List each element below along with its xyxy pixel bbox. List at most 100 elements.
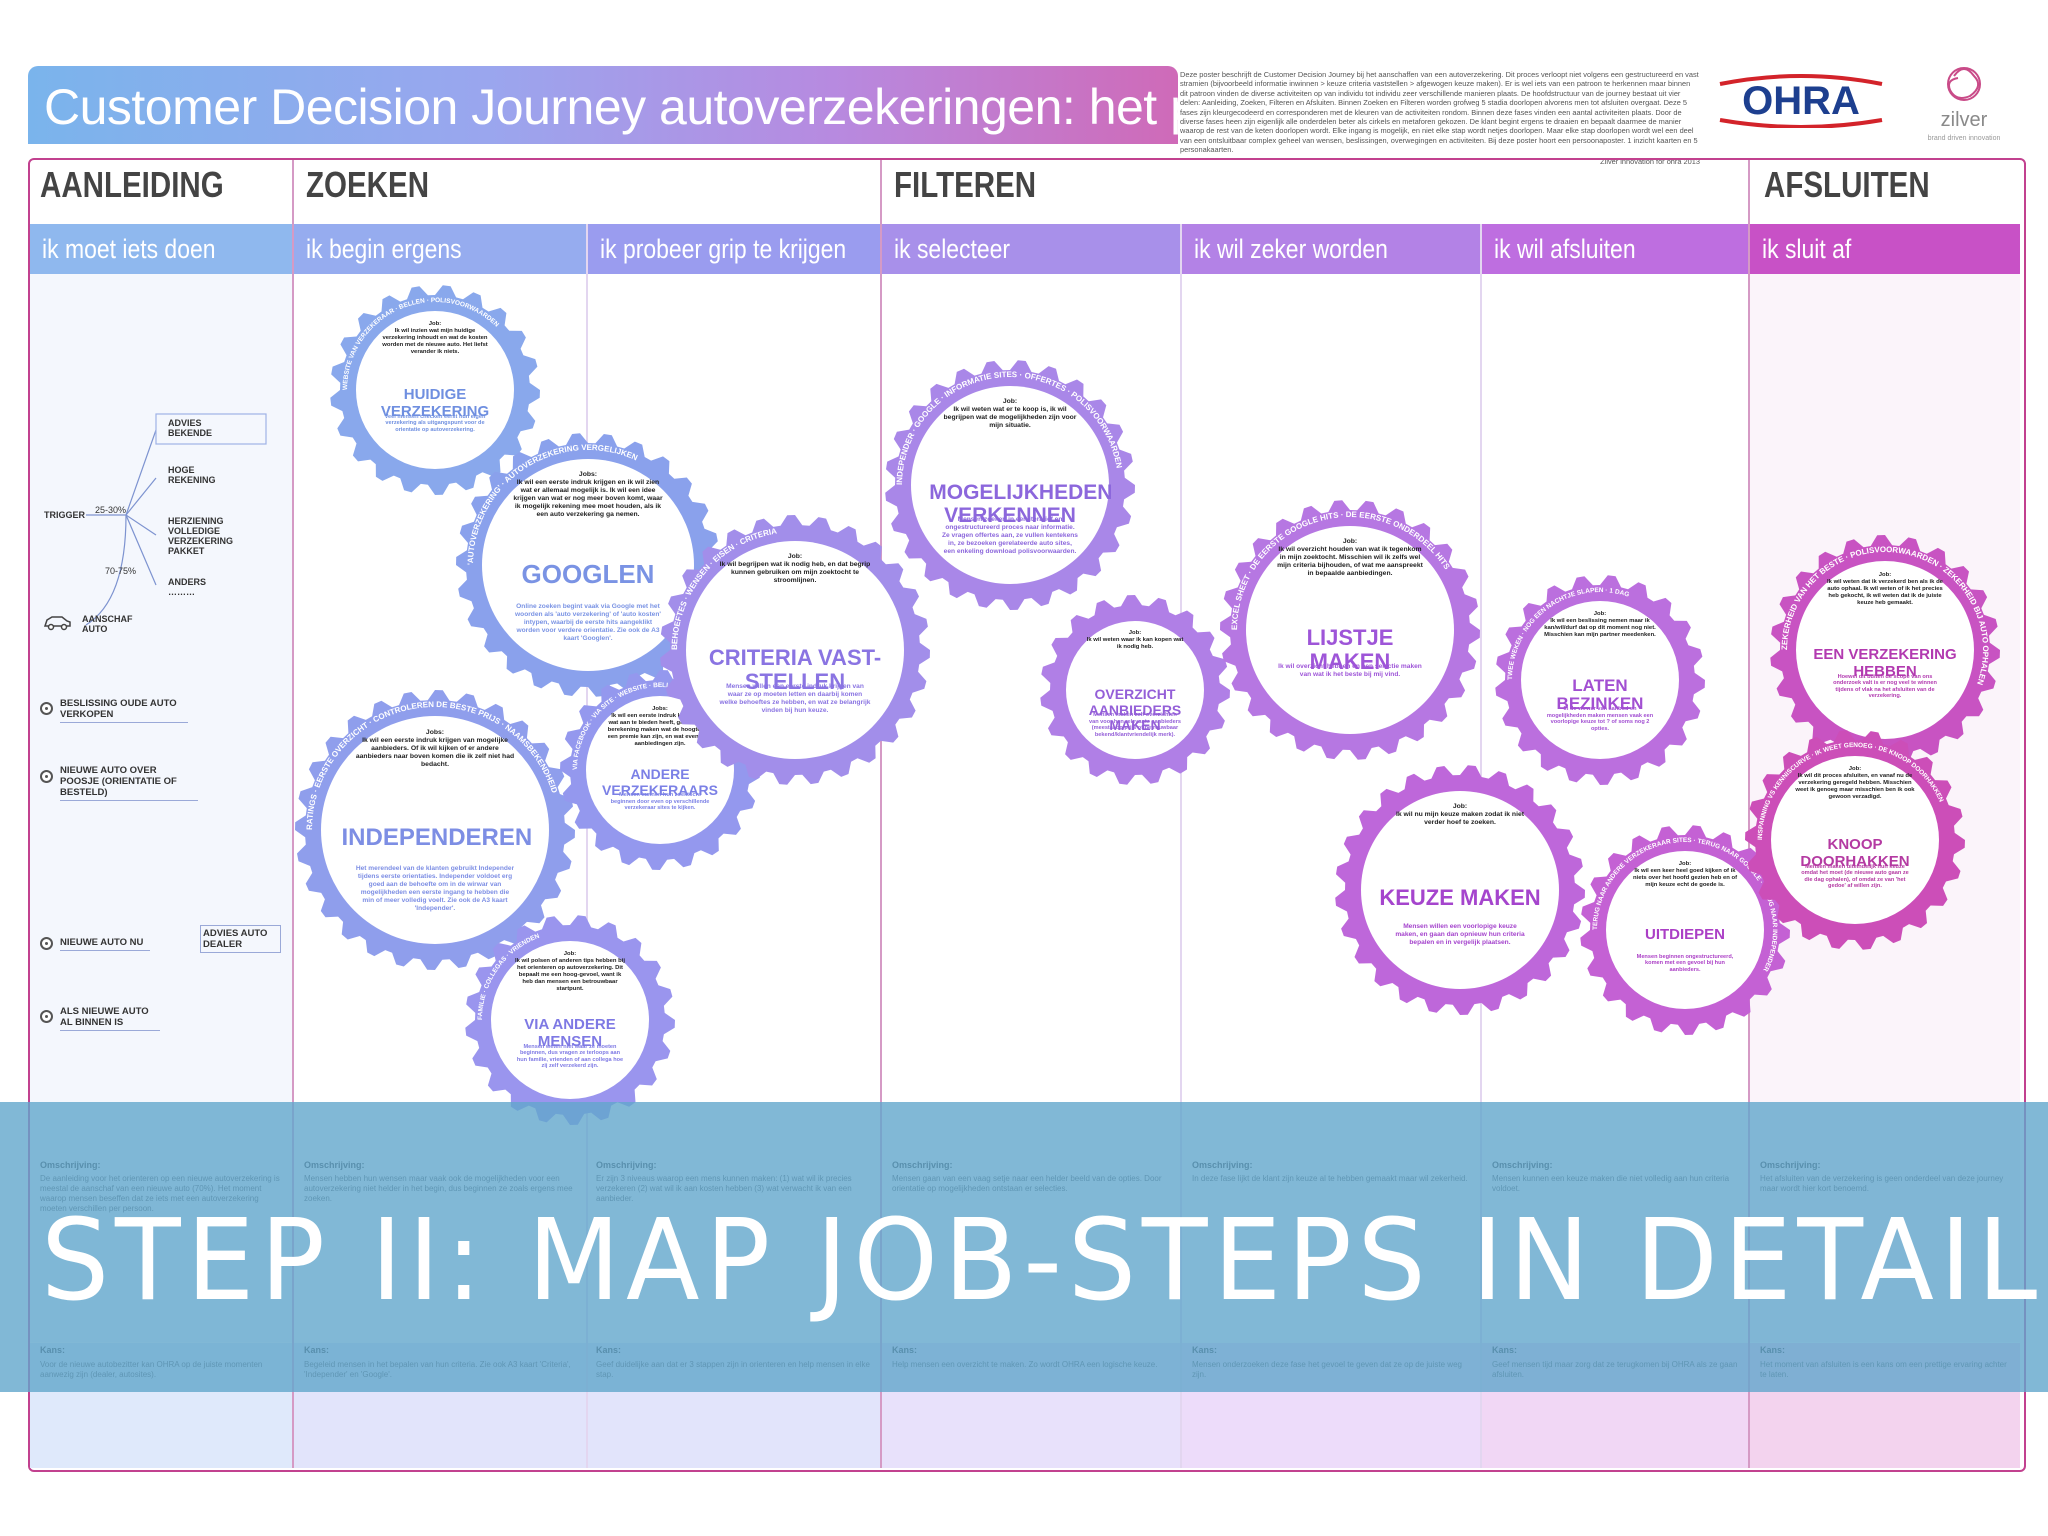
overlay-title: STEP II: MAP JOB-STEPS IN DETAIL xyxy=(40,1196,2043,1326)
aanschaf-auto: AANSCHAF AUTO xyxy=(82,614,133,634)
ohra-logo: OHRA xyxy=(1716,74,1886,129)
gear-title: GOOGLEN xyxy=(521,558,655,589)
bullet-icon xyxy=(40,1010,53,1023)
column-divider xyxy=(1748,160,1750,1468)
gear-job-text: Job: Ik wil overzicht houden van wat ik … xyxy=(1277,538,1423,577)
gear-center xyxy=(356,311,514,469)
gear-job-text: Job: Ik wil polsen of anderen tips hebbe… xyxy=(515,951,625,992)
gear-center xyxy=(686,541,904,759)
stage-7-label: ik sluit af xyxy=(1762,234,1852,264)
gear-job-text: Job: Ik wil een keer heel goed kijken of… xyxy=(1632,861,1738,888)
gear-center xyxy=(482,459,694,671)
advies-auto-dealer: ADVIES AUTO DEALER xyxy=(200,925,281,953)
gear-title: INDEPENDEREN xyxy=(341,824,533,852)
gear-center xyxy=(1606,851,1764,1009)
stage-5: ik wil zeker worden xyxy=(1182,224,1480,274)
gear-description: Mensen maken zelf overzichten van voor h… xyxy=(1088,712,1181,738)
gear-laten-bezinken: TWEE WEKEN · NOG EEN NACHTJE SLAPEN · 1 … xyxy=(1491,571,1709,789)
gear-lijstje-maken: EXCEL SHEET · DE EERSTE GOOGLE HITS · DE… xyxy=(1216,496,1484,764)
gear-job-text: Job: Ik wil weten waar ik kan kopen wat … xyxy=(1086,630,1184,651)
bullet-icon xyxy=(40,702,53,715)
gear-center xyxy=(491,941,649,1099)
gear-title: ANDERE VERZEKERAARS xyxy=(602,766,718,798)
item-nieuwe-auto-nu: NIEUWE AUTO NU xyxy=(60,937,150,951)
stage-7: ik sluit af xyxy=(1750,224,2020,274)
phase-zoeken: ZOEKEN xyxy=(306,164,430,205)
credit: Zilver innovation for ohra 2013 xyxy=(1600,156,1700,166)
column-divider xyxy=(586,224,588,1468)
gear-description: Mensen maken uiteindelijk hun keuze omda… xyxy=(1801,863,1909,890)
branch-herziening: HERZIENING VOLLEDIGE VERZEKERING PAKKET xyxy=(168,516,234,556)
gear-title: MOGELIJKHEDEN VERKENNEN xyxy=(929,480,1113,527)
gear-keuze-maken: Job: Ik wil nu mijn keuze maken zodat ik… xyxy=(1331,761,1589,1019)
gear-title: HUIDIGE VERZEKERING xyxy=(380,386,490,420)
stage-6-label: ik wil afsluiten xyxy=(1494,234,1636,264)
gear-center xyxy=(1521,601,1679,759)
overlay-band xyxy=(0,1102,2048,1392)
gear-job-text: Job: Ik wil dit proces afsluiten, en van… xyxy=(1795,766,1915,801)
gear-description: Mensen weten niet waar ze moeten beginne… xyxy=(516,1043,624,1070)
zilver-logo: zilver brand driven innovation xyxy=(1904,56,2024,152)
gear-mogelijkheden-verkennen: INDEPENDER · GOOGLE · INFORMATIE SITES ·… xyxy=(881,356,1139,614)
gear-uitdiepen: TERUG NAAR ANDERE VERZEKERAAR SITES · TE… xyxy=(1576,821,1794,1039)
gear-center xyxy=(911,386,1109,584)
phase-aanleiding: AANLEIDING xyxy=(40,164,224,205)
gear-description: Mensen beginnen ongestructureerd, komen … xyxy=(1636,953,1734,973)
gear-job-text: Jobs: Ik wil een eerste indruk krijgen e… xyxy=(513,471,663,519)
gear-title: KEUZE MAKEN xyxy=(1379,884,1541,910)
item-als-nieuwe-auto: ALS NIEUWE AUTO AL BINNEN IS xyxy=(60,1006,160,1031)
stage-3-label: ik probeer grip te krijgen xyxy=(600,234,847,264)
gear-description: Hoewel dit buiten de scope van ons onder… xyxy=(1833,673,1937,700)
gear-googlen: 'AUTOVERZEKERING' · AUTOVERZEKERING VERG… xyxy=(452,429,724,701)
gear-description: Ik wil overzicht hebben en een selectie … xyxy=(1278,662,1422,678)
phase-filteren: FILTEREN xyxy=(894,164,1037,205)
item-oude-auto: BESLISSING OUDE AUTO VERKOPEN xyxy=(60,698,188,723)
gear-center xyxy=(586,696,734,844)
gear-title: EEN VERZEKERING HEBBEN xyxy=(1813,646,1957,680)
item-nieuwe-auto-poosje: NIEUWE AUTO OVER POOSJE (ORIENTATIE OF B… xyxy=(60,765,198,801)
phase-afsluiten: AFSLUITEN xyxy=(1764,164,1930,205)
trigger-tree xyxy=(85,413,267,626)
gear-job-text: Job: Ik wil weten dat ik verzekerd ben a… xyxy=(1827,571,1943,606)
gear-description: Mensen kunnen hun zoektocht beginnen doo… xyxy=(610,792,710,812)
gear-een-verzekering-hebben: ZEKERHEID VAN HET BESTE · POLISVOORWAARD… xyxy=(1766,531,2004,769)
stage-4-label: ik selecteer xyxy=(894,234,1011,264)
column-divider xyxy=(1180,224,1182,1468)
gear-description: Mensen willen een eerste indruk krijgen … xyxy=(719,682,871,714)
gear-title: UITDIEPEN xyxy=(1644,926,1725,943)
gear-center xyxy=(1066,621,1204,759)
gear-description: Online zoeken begint vaak via Google met… xyxy=(515,602,661,642)
gear-title: OVERZICHT AANBIEDERS MAKEN xyxy=(1088,686,1182,733)
branch-advies-bekende: ADVIES BEKENDE xyxy=(168,418,213,438)
gear-job-text: Job: Ik wil een beslissing nemen maar ik… xyxy=(1544,611,1656,638)
intro-paragraph: Deze poster beschrijft de Customer Decis… xyxy=(1180,70,1699,155)
gear-overzicht-aanbieders: Job: Ik wil weten waar ik kan kopen wat … xyxy=(1036,591,1234,789)
gear-description: Mensen zoeken in een iteratief en ongest… xyxy=(942,516,1078,556)
gear-job-text: Jobs: Ik wil een eerste indruk krijgen v… xyxy=(355,728,515,768)
bullet-icon xyxy=(40,937,53,950)
bullet-icon xyxy=(40,770,53,783)
gear-center xyxy=(1796,561,1974,739)
gear-independeren: RATINGS · EERSTE OVERZICHT · CONTROLEREN… xyxy=(291,686,579,974)
stage-1: ik moet iets doen xyxy=(30,224,292,274)
ohra-logo-text: OHRA xyxy=(1742,79,1860,123)
stage-2-label: ik begin ergens xyxy=(306,234,462,264)
stage-1-label: ik moet iets doen xyxy=(42,234,216,264)
stage-2: ik begin ergens xyxy=(294,224,586,274)
gear-center xyxy=(321,716,549,944)
branch-anders: ANDERS ……… xyxy=(168,577,207,597)
stage-6: ik wil afsluiten xyxy=(1482,224,1748,274)
gear-title: VIA ANDERE MENSEN xyxy=(524,1016,616,1050)
trigger-pct-bottom: 70-75% xyxy=(105,566,137,576)
gear-description: Veel mensen checken eerst hun eigen verz… xyxy=(384,413,486,433)
column-divider xyxy=(292,160,294,1468)
stage-3: ik probeer grip te krijgen xyxy=(588,224,880,274)
gear-center xyxy=(1246,526,1454,734)
gear-knoop-doorhakken: INSPANNING VS KENNISCURVE · IK WEET GENO… xyxy=(1741,726,1969,954)
poster-frame xyxy=(28,158,2026,1472)
gear-description: In de wirwar van aanbod en mogelijkheden… xyxy=(1546,706,1654,732)
gear-job-text: Job: Ik wil inzien wat mijn huidige verz… xyxy=(382,321,488,355)
car-icon xyxy=(42,613,72,631)
trigger-label: TRIGGER xyxy=(44,510,86,520)
